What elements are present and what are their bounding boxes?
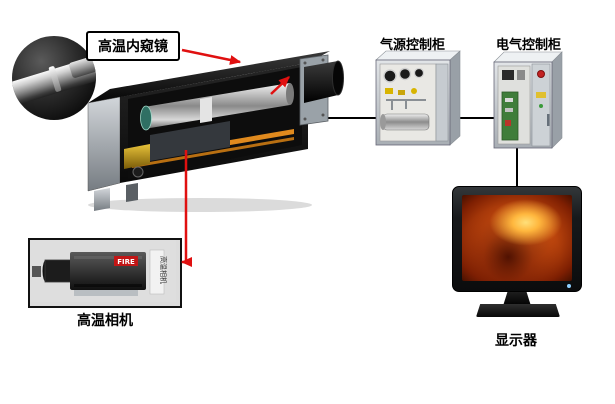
guide-wheel xyxy=(132,166,144,178)
air-piping xyxy=(386,99,426,110)
camera-side-plate xyxy=(149,249,165,295)
pcb-board xyxy=(501,91,519,141)
pressure-gauge-icon xyxy=(413,67,425,79)
cabinet-door xyxy=(435,63,449,142)
monitor-stand-base xyxy=(476,304,560,317)
endoscope-label-box: 高温内窥镜 xyxy=(86,31,180,61)
lens-ring xyxy=(140,105,152,131)
emergency-button xyxy=(537,70,545,78)
indicator-led xyxy=(539,104,543,108)
door-handle xyxy=(547,114,550,126)
monitor-label: 显示器 xyxy=(495,333,537,349)
carriage-block xyxy=(150,121,230,161)
cabinet-side xyxy=(449,50,461,146)
slide-rail-lower xyxy=(132,137,294,168)
endoscope-label: 高温内窥镜 xyxy=(98,39,168,55)
camera-lens-front xyxy=(332,60,344,96)
monitor-stand-neck xyxy=(503,290,531,306)
pressure-gauge-icon xyxy=(383,69,397,83)
camera-photo-box: FIRE 高温相机 xyxy=(28,238,182,308)
housing-illustration xyxy=(87,51,344,212)
camera-badge xyxy=(114,256,138,266)
regulator-knob xyxy=(411,88,417,94)
pressure-gauge-icon xyxy=(398,67,412,81)
endoscope-tube xyxy=(144,83,290,129)
camera-badge-text: FIRE xyxy=(117,258,135,266)
air-cabinet-label: 气源控制柜 xyxy=(380,38,446,53)
electrical-cabinet-label: 电气控制柜 xyxy=(496,38,562,53)
regulator-knob xyxy=(398,90,405,95)
camera-lens-barrel xyxy=(304,61,338,103)
housing-left-face xyxy=(87,96,121,192)
air-cabinet-illustration xyxy=(375,50,461,146)
housing-foot-right xyxy=(126,183,138,202)
housing-top-face xyxy=(88,51,330,103)
regulator-knob xyxy=(385,88,393,94)
breaker-block xyxy=(502,70,514,80)
cylinder-cap xyxy=(380,114,386,130)
tube-collar xyxy=(200,97,212,123)
housing-shadow xyxy=(88,198,312,212)
housing-foot-left xyxy=(94,188,110,211)
camera-photo: FIRE 高温相机 xyxy=(30,240,176,302)
monitor-bezel xyxy=(452,186,582,292)
camera-label: 高温相机 xyxy=(77,313,133,329)
power-led xyxy=(567,284,571,288)
monitor-screen-furnace-view xyxy=(462,195,572,281)
drive-motor xyxy=(124,144,150,169)
camera-connector xyxy=(32,266,41,277)
cabinet-side xyxy=(551,51,563,149)
camera-lens xyxy=(44,259,72,283)
terminal-block xyxy=(517,70,525,80)
camera-side-text: 高温相机 xyxy=(159,256,168,284)
electrical-cabinet-illustration xyxy=(493,51,563,149)
endoscope-probe-photo xyxy=(12,36,96,120)
tube-end-cap xyxy=(286,83,294,105)
warning-label xyxy=(536,92,546,98)
cabinet-top xyxy=(493,51,563,63)
camera-bracket xyxy=(74,290,138,296)
filter-cylinder xyxy=(382,113,430,131)
